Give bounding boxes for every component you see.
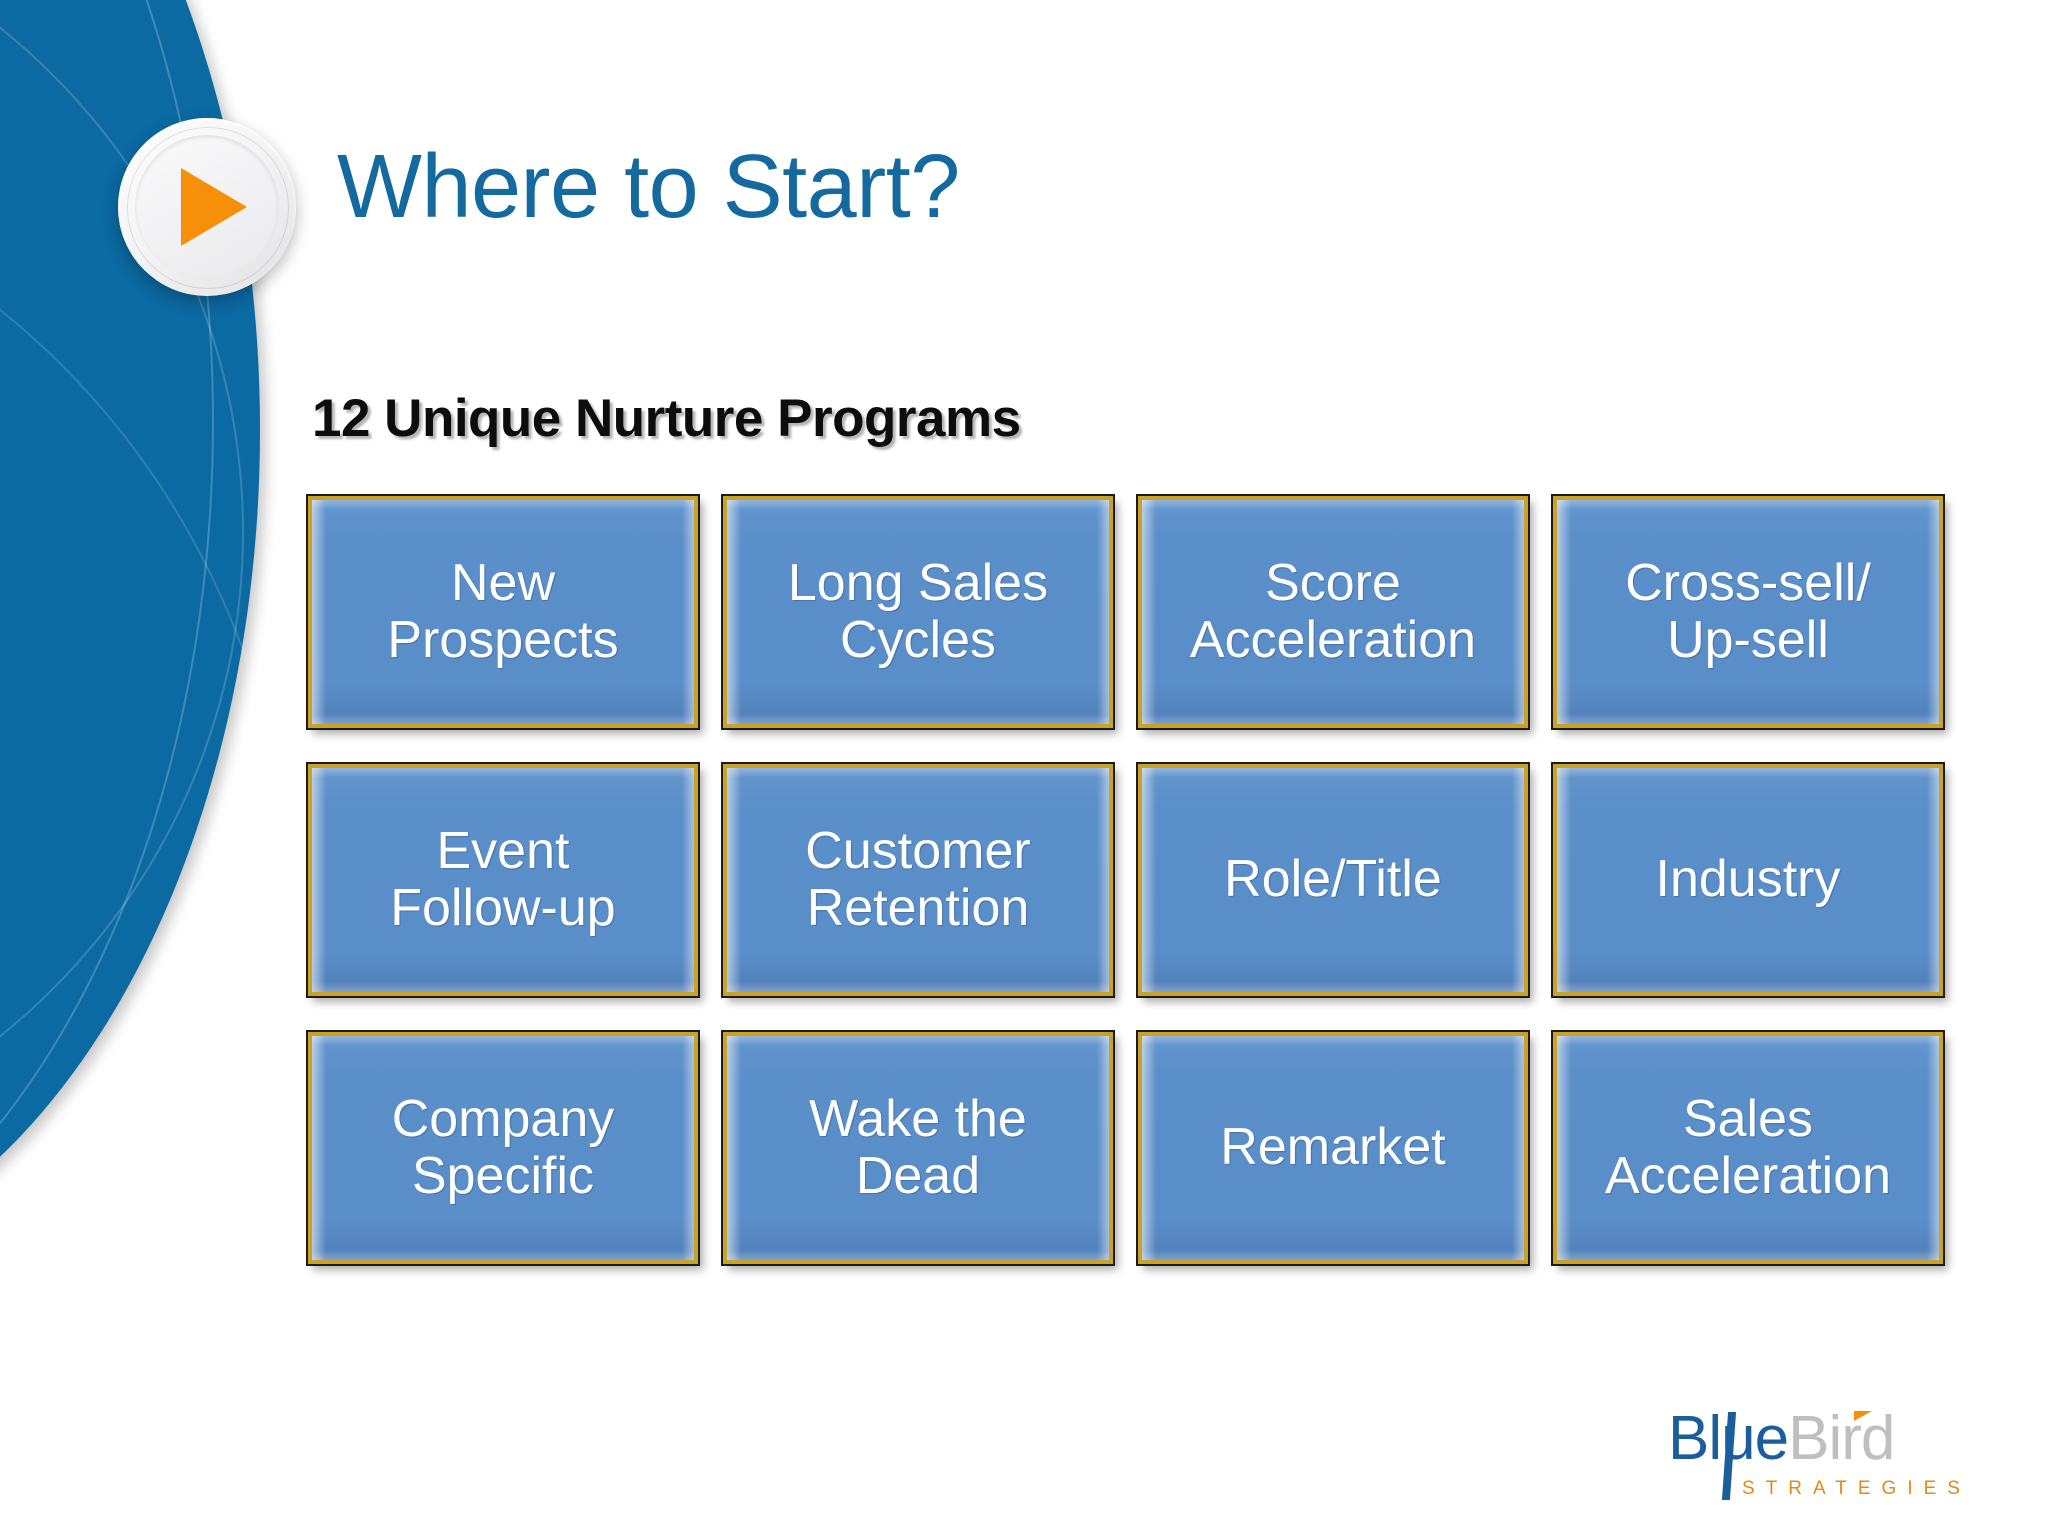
program-label: Remarket — [1220, 1118, 1446, 1177]
program-box[interactable]: Event Follow-up — [306, 762, 700, 998]
program-box[interactable]: Role/Title — [1136, 762, 1530, 998]
badge-outer-ring — [127, 127, 289, 289]
bluebird-strategies-logo: BlueBird STRATEGIES — [1668, 1408, 1960, 1508]
program-box[interactable]: New Prospects — [306, 494, 700, 730]
play-badge — [118, 118, 296, 296]
program-label: Role/Title — [1224, 850, 1442, 909]
program-label: Cross-sell/ Up-sell — [1625, 553, 1871, 669]
program-box[interactable]: Industry — [1551, 762, 1945, 998]
program-label: Company Specific — [391, 1089, 615, 1205]
program-label: Long Sales Cycles — [787, 553, 1049, 669]
decorative-arc-3 — [0, 150, 294, 1536]
page-title: Where to Start? — [337, 137, 960, 237]
program-box[interactable]: Company Specific — [306, 1030, 700, 1266]
program-box[interactable]: Cross-sell/ Up-sell — [1551, 494, 1945, 730]
program-label: Industry — [1655, 850, 1841, 909]
program-label: Customer Retention — [805, 821, 1031, 937]
program-label: New Prospects — [387, 553, 619, 669]
program-box[interactable]: Sales Acceleration — [1551, 1030, 1945, 1266]
play-triangle-icon — [181, 168, 247, 246]
program-box[interactable]: Customer Retention — [721, 762, 1115, 998]
program-label: Sales Acceleration — [1604, 1089, 1892, 1205]
program-box[interactable]: Score Acceleration — [1136, 494, 1530, 730]
logo-word-bird: Bird — [1788, 1404, 1895, 1473]
logo-tagline: STRATEGIES — [1742, 1478, 1971, 1499]
program-box[interactable]: Wake the Dead — [721, 1030, 1115, 1266]
program-label: Wake the Dead — [809, 1089, 1027, 1205]
program-label: Score Acceleration — [1189, 553, 1477, 669]
orange-triangle-icon — [1854, 1411, 1872, 1421]
section-subheading: 12 Unique Nurture Programs — [312, 389, 1021, 448]
program-box[interactable]: Remarket — [1136, 1030, 1530, 1266]
program-box[interactable]: Long Sales Cycles — [721, 494, 1115, 730]
program-grid: New Prospects Long Sales Cycles Score Ac… — [306, 494, 1945, 1266]
program-label: Event Follow-up — [390, 821, 616, 937]
